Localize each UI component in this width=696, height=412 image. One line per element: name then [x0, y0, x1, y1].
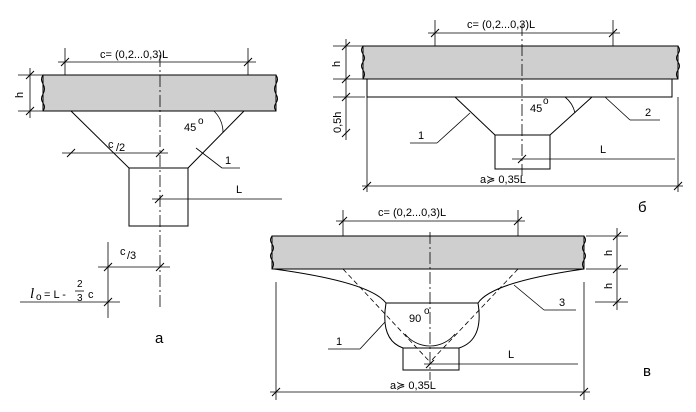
dim-L-label: L [600, 144, 606, 156]
figure-b: c= (0,2...0,3)L h 0,5h 45 o 1 [331, 19, 683, 216]
drop-panel [366, 78, 673, 98]
tick-mark [341, 41, 351, 51]
tick-mark [271, 387, 281, 397]
capital-side [187, 110, 245, 169]
leader-line [604, 96, 631, 121]
leader-line [436, 112, 471, 144]
degree-mark: o [198, 116, 204, 127]
slab [362, 45, 679, 80]
dashed-45-line [342, 268, 431, 363]
tick-mark [25, 70, 35, 80]
angle-label: 45 [530, 103, 542, 115]
formula-sub: o [36, 292, 42, 303]
dim-L-label: L [236, 184, 242, 196]
dim-h2-label: h [603, 283, 615, 289]
marker-3: 3 [559, 297, 565, 309]
dim-c-label: c= (0,2...0,3)L [100, 49, 168, 61]
tick-mark [155, 262, 165, 272]
dim-05h-label: 0,5h [332, 112, 344, 133]
tick-mark [25, 106, 35, 116]
capital-side [549, 96, 593, 136]
tick-mark [341, 128, 351, 138]
leader-line [513, 284, 545, 311]
third-c-den: /3 [127, 250, 136, 262]
tick-mark [673, 181, 683, 191]
figure-v: c= (0,2...0,3)L h h 90 o 1 [270, 207, 651, 400]
slab [271, 235, 585, 270]
angle-label: 90 [409, 313, 421, 325]
tick-mark [579, 387, 589, 397]
tick-mark [341, 74, 351, 84]
column [494, 134, 551, 170]
figure-a: c= (0,2...0,3)L h 45 o c /2 1 [14, 48, 282, 347]
dim-h-label: h [331, 61, 343, 67]
dim-h-label: h [14, 92, 26, 98]
angle-arc [404, 333, 456, 347]
degree-mark: o [543, 96, 549, 107]
column [402, 347, 460, 371]
break-line [582, 235, 586, 270]
dim-h1-label: h [603, 250, 615, 256]
tick-mark [612, 264, 622, 274]
break-line [270, 235, 274, 270]
formula-num: 2 [77, 279, 83, 290]
degree-mark: o [424, 306, 430, 317]
tick-mark [513, 216, 523, 226]
angle-arc [213, 110, 224, 133]
dim-c-label: c= (0,2...0,3)L [378, 207, 446, 219]
formula-l: l [30, 286, 34, 302]
marker-2: 2 [645, 107, 651, 119]
dim-a-label: a≽ 0,35L [480, 174, 526, 186]
tick-mark [612, 231, 622, 241]
caption-v: в [643, 363, 651, 380]
caption-a: а [155, 330, 164, 347]
half-c-num: c [108, 139, 114, 151]
slab [42, 74, 277, 112]
column [128, 167, 189, 227]
marker-1: 1 [225, 155, 231, 167]
capital-side [454, 96, 496, 136]
tick-mark [612, 297, 622, 307]
capital-side [70, 110, 130, 169]
dashed-45-line [429, 268, 519, 363]
leader-line [195, 147, 223, 169]
marker-1: 1 [418, 130, 424, 142]
tick-mark [341, 92, 351, 102]
break-line [676, 45, 680, 80]
angle-arc [564, 96, 576, 114]
formula-c: c [88, 289, 94, 301]
break-line [361, 45, 365, 80]
tick-mark [430, 28, 440, 38]
tick-mark [60, 57, 70, 67]
half-c-den: /2 [116, 142, 125, 154]
dim-L-label: L [508, 349, 514, 361]
formula-den: 3 [77, 293, 83, 304]
third-c-num: c [120, 246, 126, 258]
dim-a-label: a≽ 0,35L [390, 380, 436, 392]
dim-c-label: c= (0,2...0,3)L [467, 19, 535, 31]
break-line [274, 74, 278, 112]
tick-mark [154, 194, 164, 204]
caption-b: б [638, 199, 647, 216]
tick-mark [517, 154, 527, 164]
tick-mark [66, 148, 76, 158]
capital-lower-right [458, 302, 480, 349]
leader-line [359, 321, 386, 350]
angle-label: 45 [184, 122, 196, 134]
formula-eq: = L - [44, 289, 66, 301]
capital-lower-left [384, 302, 404, 349]
tick-mark [243, 57, 253, 67]
marker-1: 1 [336, 336, 342, 348]
tick-mark [155, 148, 165, 158]
tick-mark [362, 181, 372, 191]
break-line [41, 74, 45, 112]
tick-mark [103, 262, 113, 272]
capital-outer [273, 268, 585, 304]
tick-mark [103, 297, 113, 307]
tick-mark [608, 28, 618, 38]
tick-mark [338, 216, 348, 226]
tick-mark [425, 359, 435, 369]
